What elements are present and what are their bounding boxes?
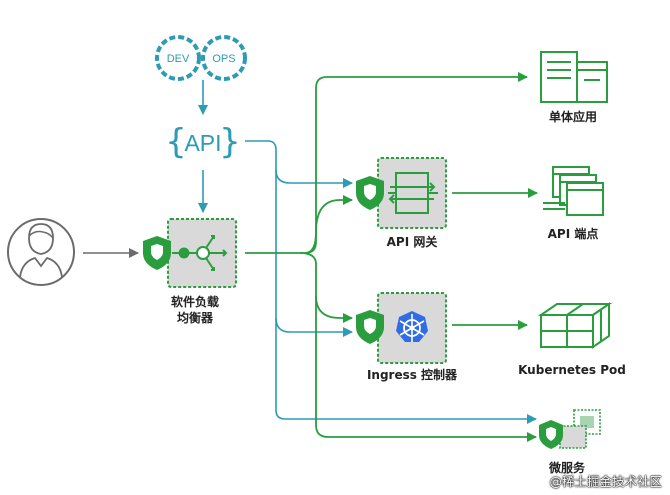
api-teal-trunk	[245, 140, 537, 424]
microservice-chip-icon	[539, 409, 601, 449]
cube-grid-icon	[537, 302, 613, 349]
api-gateway-icon	[388, 172, 438, 214]
ops-label: OPS	[212, 53, 235, 65]
svg-text:{: {	[165, 122, 187, 162]
api-brace-icon: { } API	[165, 122, 241, 162]
load-balancer-label: 软件负载 均衡器	[150, 294, 240, 326]
kubernetes-pod-label: Kubernetes Pod	[518, 363, 626, 377]
load-balancer-icon	[172, 235, 228, 271]
shield-icon	[143, 236, 171, 270]
lb-green-down	[299, 252, 537, 442]
load-balancer-node	[143, 218, 237, 288]
shield-icon	[356, 310, 384, 344]
api-endpoints-icon	[543, 166, 604, 216]
ingress-node	[356, 292, 447, 364]
lb-green-to-gateway	[304, 195, 353, 254]
shield-icon	[539, 420, 563, 449]
user-avatar-icon	[7, 218, 75, 286]
dev-label: DEV	[167, 53, 190, 65]
ingress-label: Ingress 控制器	[366, 368, 458, 382]
lb-green-to-ingress	[315, 295, 353, 323]
load-balancer-label-line1: 软件负载	[170, 295, 219, 309]
api-teal-to-ingress	[275, 317, 353, 337]
api-brace-label: API	[184, 130, 221, 156]
api-gateway-node	[356, 157, 447, 229]
connector-lines	[83, 72, 538, 442]
watermark: @稀土掘金技术社区	[549, 474, 662, 489]
api-gateway-label: API 网关	[386, 235, 438, 249]
devops-icon: DEV OPS	[155, 35, 247, 81]
server-window-icon	[540, 51, 608, 103]
api-endpoints-label: API 端点	[547, 227, 599, 241]
kubernetes-wheel-icon	[396, 311, 428, 342]
svg-text:}: }	[219, 122, 241, 162]
api-teal-to-gateway	[275, 169, 353, 188]
microservices-label: 微服务	[548, 461, 585, 475]
load-balancer-label-line2: 均衡器	[176, 311, 213, 325]
monolith-label: 单体应用	[548, 110, 597, 124]
shield-icon	[356, 176, 384, 210]
